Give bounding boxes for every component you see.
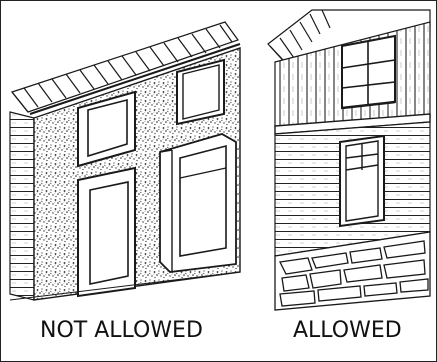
right-upper-window bbox=[341, 34, 396, 110]
left-lower-door bbox=[77, 166, 136, 298]
right-lower-window bbox=[339, 134, 385, 228]
left-bay-window bbox=[159, 133, 237, 273]
caption-not-allowed: NOT ALLOWED bbox=[40, 318, 203, 343]
allowed-house bbox=[267, 9, 431, 311]
not-allowed-house bbox=[9, 21, 241, 301]
right-stone-base bbox=[274, 231, 431, 311]
left-upper-window bbox=[77, 90, 136, 168]
left-upper-right-window bbox=[176, 58, 225, 126]
left-roof bbox=[10, 21, 239, 113]
left-side-wall bbox=[9, 111, 35, 301]
caption-allowed: ALLOWED bbox=[293, 318, 402, 343]
